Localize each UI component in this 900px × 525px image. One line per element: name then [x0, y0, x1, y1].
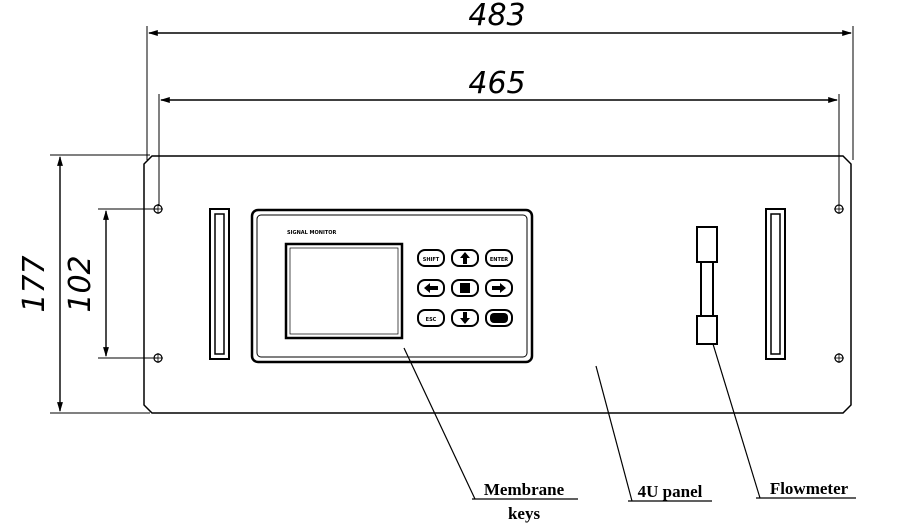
mounting-holes — [153, 204, 844, 363]
membrane-keys-label-line1: Membrane — [484, 480, 565, 499]
dimension-102: 102 — [63, 208, 158, 359]
svg-text:SHIFT: SHIFT — [423, 257, 440, 263]
mounting-hole-icon — [834, 204, 844, 214]
handle-right — [765, 208, 786, 360]
display-title: SIGNAL MONITOR — [287, 230, 336, 236]
key-blank[interactable] — [485, 309, 513, 327]
key-down[interactable] — [451, 309, 479, 327]
dimension-465-label: 465 — [468, 66, 525, 101]
key-up[interactable] — [451, 249, 479, 267]
svg-text:ENTER: ENTER — [490, 257, 508, 263]
mounting-hole-icon — [153, 204, 163, 214]
front-panel — [143, 155, 852, 414]
dimension-483-label: 483 — [468, 0, 525, 33]
callout-4u-panel: 4U panel — [595, 365, 712, 502]
key-right[interactable] — [485, 279, 513, 297]
control-module: SIGNAL MONITOR SHIFT ENTER — [250, 208, 534, 364]
key-stop[interactable] — [451, 279, 479, 297]
flowmeter — [696, 226, 718, 345]
dimension-465: 465 — [158, 66, 840, 206]
down-arrow-icon — [460, 312, 470, 324]
dimension-483: 483 — [146, 0, 854, 160]
dimension-102-label: 102 — [63, 255, 98, 312]
membrane-keys-label-line2: keys — [508, 504, 541, 523]
key-shift[interactable]: SHIFT — [417, 249, 445, 267]
mounting-hole-icon — [834, 353, 844, 363]
handle-left — [209, 208, 230, 360]
up-arrow-icon — [460, 252, 470, 264]
key-esc[interactable]: ESC — [417, 309, 445, 327]
mounting-hole-icon — [153, 353, 163, 363]
right-arrow-icon — [492, 283, 506, 293]
key-left[interactable] — [417, 279, 445, 297]
flowmeter-label: Flowmeter — [770, 479, 849, 498]
key-enter[interactable]: ENTER — [485, 249, 513, 267]
panel-label: 4U panel — [638, 482, 703, 501]
dimension-177: 177 — [17, 154, 150, 414]
callout-membrane-keys: Membrane keys — [403, 347, 578, 523]
callout-flowmeter: Flowmeter — [712, 343, 856, 499]
left-arrow-icon — [424, 283, 438, 293]
dimension-177-label: 177 — [17, 255, 52, 312]
lcd-screen — [284, 242, 404, 340]
stop-icon — [460, 283, 470, 293]
svg-text:ESC: ESC — [426, 317, 437, 323]
